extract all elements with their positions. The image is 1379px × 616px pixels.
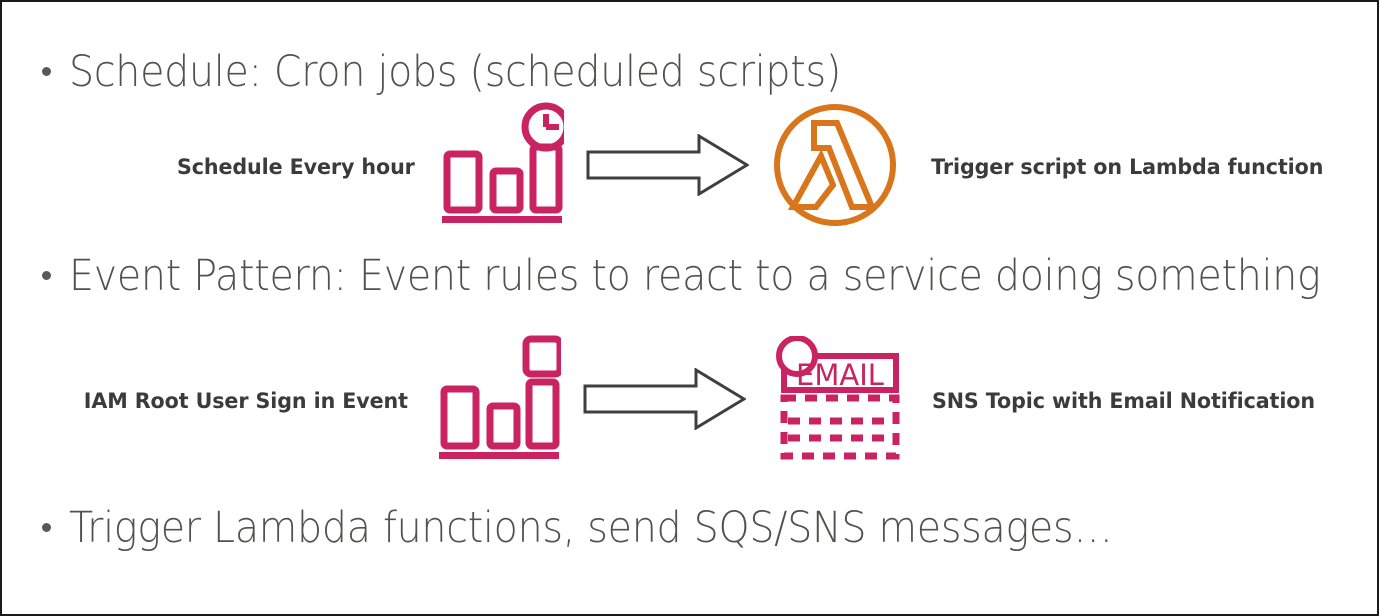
bullet-text-schedule: Schedule: Cron jobs (scheduled scripts)	[69, 47, 841, 97]
bullet-marker-icon	[42, 523, 51, 532]
bullet-item-trigger-lambda: Trigger Lambda functions, send SQS/SNS m…	[42, 503, 1203, 553]
sns-email-notification-icon: EMAIL	[772, 335, 904, 467]
diagram-1-left-caption: Schedule Every hour	[176, 154, 415, 180]
email-icon-label: EMAIL	[796, 358, 884, 392]
bullet-item-event-pattern: Event Pattern: Event rules to react to a…	[42, 251, 1377, 301]
diagram-1-right-caption: Trigger script on Lambda function	[930, 154, 1324, 180]
diagram-schedule-to-lambda: Schedule Every hour	[172, 102, 1331, 232]
bullet-marker-icon	[42, 67, 51, 76]
bullet-text-trigger-lambda: Trigger Lambda functions, send SQS/SNS m…	[69, 503, 1113, 553]
bullet-item-schedule: Schedule: Cron jobs (scheduled scripts)	[42, 47, 908, 97]
diagram-2-left-caption: IAM Root User Sign in Event	[83, 389, 408, 414]
right-arrow-icon	[583, 367, 747, 435]
diagram-iam-event-to-sns: IAM Root User Sign in Event	[77, 334, 1323, 469]
right-arrow-icon	[586, 132, 750, 201]
bar-chart-with-box-icon	[435, 334, 564, 469]
aws-lambda-icon	[771, 101, 899, 234]
bullet-text-event-pattern: Event Pattern: Event rules to react to a…	[69, 251, 1321, 301]
bullet-marker-icon	[42, 271, 51, 280]
bar-chart-with-clock-icon	[438, 101, 571, 234]
diagram-2-right-caption: SNS Topic with Email Notification	[931, 389, 1315, 414]
